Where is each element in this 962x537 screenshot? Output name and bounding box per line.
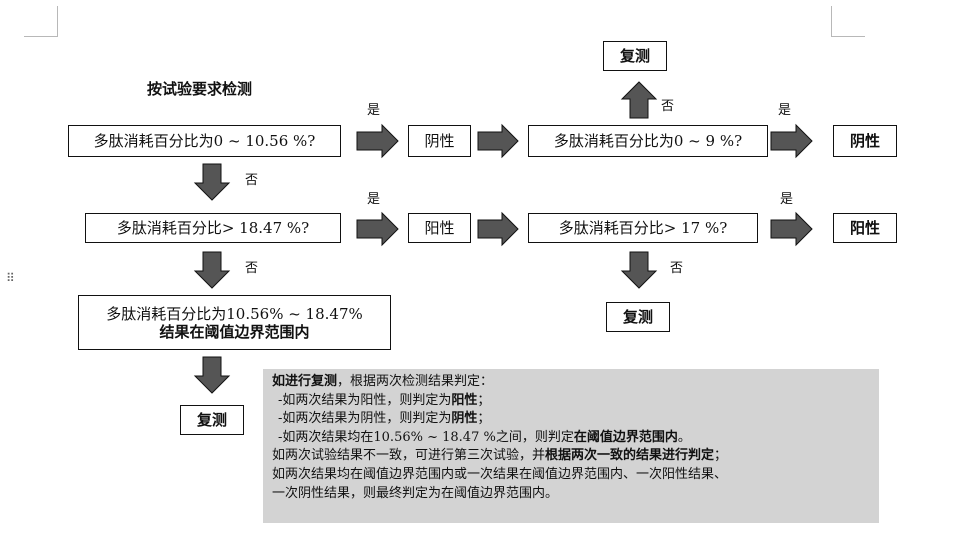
- retest-rules-note: 如进行复测，根据两次检测结果判定： -如两次结果为阳性，则判定为阳性； -如两次…: [263, 369, 879, 523]
- retest-box-left: 复测: [180, 405, 244, 435]
- flow-heading: 按试验要求检测: [147, 80, 253, 98]
- arrow-right-to-retest-check-negative: [477, 123, 519, 159]
- first-range-check-box: 多肽消耗百分比为0 ~ 10.56 %?: [68, 125, 341, 157]
- note-intro: 如进行复测，根据两次检测结果判定：: [272, 374, 494, 389]
- arrow-down-no-1: [193, 163, 231, 201]
- arrow-right-yes-positive-final: [770, 211, 813, 247]
- boundary-range-line2: 结果在阈值边界范围内: [159, 322, 310, 341]
- arrow-down-no-2: [193, 251, 231, 289]
- arrow-down-to-retest: [193, 356, 231, 394]
- yes-label: 是: [780, 192, 794, 207]
- positive-result-box: 阳性: [408, 213, 471, 243]
- second-range-check-box: 多肽消耗百分比> 18.47 %?: [85, 213, 341, 243]
- yes-label: 是: [367, 192, 381, 207]
- retest-positive-range-check-box: 多肽消耗百分比> 17 %?: [528, 213, 758, 243]
- note-final-judgement-line2: 一次阴性结果，则最终判定为在阈值边界范围内。: [272, 485, 559, 501]
- note-rule-boundary: -如两次结果均在10.56% ~ 18.47 %之间，则判定在阈值边界范围内。: [278, 429, 691, 445]
- note-final-judgement-line1: 如两次结果均在阈值边界范围内或一次结果在阈值边界范围内、一次阳性结果、: [272, 466, 728, 482]
- retest-negative-range-check-box: 多肽消耗百分比为0 ~ 9 %?: [528, 125, 768, 157]
- page-corner-mark-left: [24, 6, 58, 37]
- retest-box-bottom: 复测: [606, 302, 670, 332]
- note-rule-positive: -如两次结果为阳性，则判定为阳性；: [278, 392, 491, 408]
- arrow-right-yes-negative-final: [770, 123, 813, 159]
- arrow-right-yes-positive: [356, 211, 399, 247]
- page-corner-mark-right: [831, 6, 865, 37]
- retest-box-top: 复测: [603, 41, 667, 71]
- no-label: 否: [661, 99, 675, 114]
- yes-label: 是: [367, 103, 381, 118]
- no-label: 否: [245, 173, 259, 188]
- no-label: 否: [245, 261, 259, 276]
- arrow-right-yes-negative: [356, 123, 399, 159]
- yes-label: 是: [778, 103, 792, 118]
- boundary-range-box: 多肽消耗百分比为10.56% ~ 18.47% 结果在阈值边界范围内: [78, 295, 391, 350]
- boundary-range-line1: 多肽消耗百分比为10.56% ~ 18.47%: [106, 304, 363, 323]
- note-inconsistent-results: 如两次试验结果不一致，可进行第三次试验，并根据两次一致的结果进行判定；: [272, 448, 728, 464]
- arrow-down-no-retest-bottom: [620, 251, 658, 289]
- note-rule-negative: -如两次结果为阴性，则判定为阴性；: [278, 411, 491, 427]
- final-negative-box: 阴性: [833, 125, 897, 157]
- arrow-up-no-retest-top: [620, 81, 658, 119]
- negative-result-box: 阴性: [408, 125, 471, 157]
- no-label: 否: [670, 261, 684, 276]
- drag-handle-icon[interactable]: ⠿: [6, 271, 15, 285]
- final-positive-box: 阳性: [833, 213, 897, 243]
- arrow-right-to-retest-check-positive: [477, 211, 519, 247]
